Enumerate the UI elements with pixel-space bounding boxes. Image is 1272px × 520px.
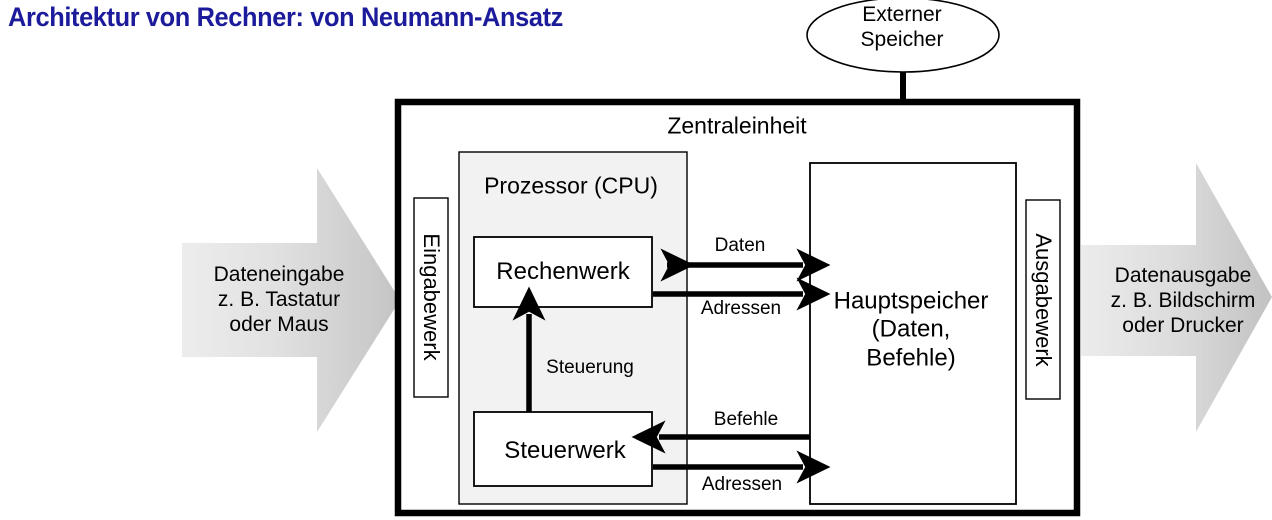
data-input-line2: z. B. Tastatur	[217, 287, 341, 311]
input-unit-box	[413, 197, 449, 398]
memory-line1: Hauptspeicher	[833, 287, 989, 315]
memory-label: Hauptspeicher (Daten, Befehle)	[834, 288, 989, 373]
data-output-label: Datenausgabe z. B. Bildschirm oder Druck…	[1111, 264, 1256, 338]
data-output-line1: Datenausgabe	[1114, 263, 1252, 287]
memory-box	[809, 162, 1017, 505]
data-input-arrow	[182, 168, 400, 432]
steuerwerk-box	[473, 411, 653, 487]
external-storage-line1: Externer	[862, 3, 942, 27]
data-input-label: Dateneingabe z. B. Tastatur oder Maus	[214, 263, 345, 337]
external-storage-label: Externer Speicher	[861, 3, 944, 53]
processor-label: Prozessor (CPU)	[484, 172, 658, 199]
data-input-line1: Dateneingabe	[213, 262, 345, 286]
bus-befehle-label: Befehle	[713, 408, 779, 430]
page-title: Architektur von Rechner: von Neumann-Ans…	[8, 2, 563, 32]
output-unit-box	[1025, 199, 1061, 400]
bus-adressen-lower-label: Adressen	[701, 473, 783, 495]
external-storage-shape	[806, 0, 1000, 102]
steuerwerk-label: Steuerwerk	[504, 436, 626, 464]
data-output-line3: oder Drucker	[1122, 313, 1244, 337]
memory-line3: Befehle)	[866, 344, 956, 372]
input-unit-label: Eingabewerk	[418, 233, 444, 361]
bus-daten-label: Daten	[714, 234, 766, 256]
data-input-line3: oder Maus	[229, 312, 329, 336]
data-output-arrow	[1081, 163, 1272, 432]
external-storage-line2: Speicher	[860, 28, 944, 51]
rechenwerk-label: Rechenwerk	[496, 257, 630, 285]
arrow-steuerung-label: Steuerung	[546, 356, 634, 378]
data-output-line2: z. B. Bildschirm	[1110, 288, 1256, 312]
rechenwerk-box	[473, 236, 653, 308]
output-unit-label: Ausgabewerk	[1030, 233, 1056, 367]
bus-adressen-upper-label: Adressen	[700, 297, 782, 319]
central-unit-label: Zentraleinheit	[667, 112, 807, 139]
memory-line2: (Daten,	[871, 315, 951, 343]
